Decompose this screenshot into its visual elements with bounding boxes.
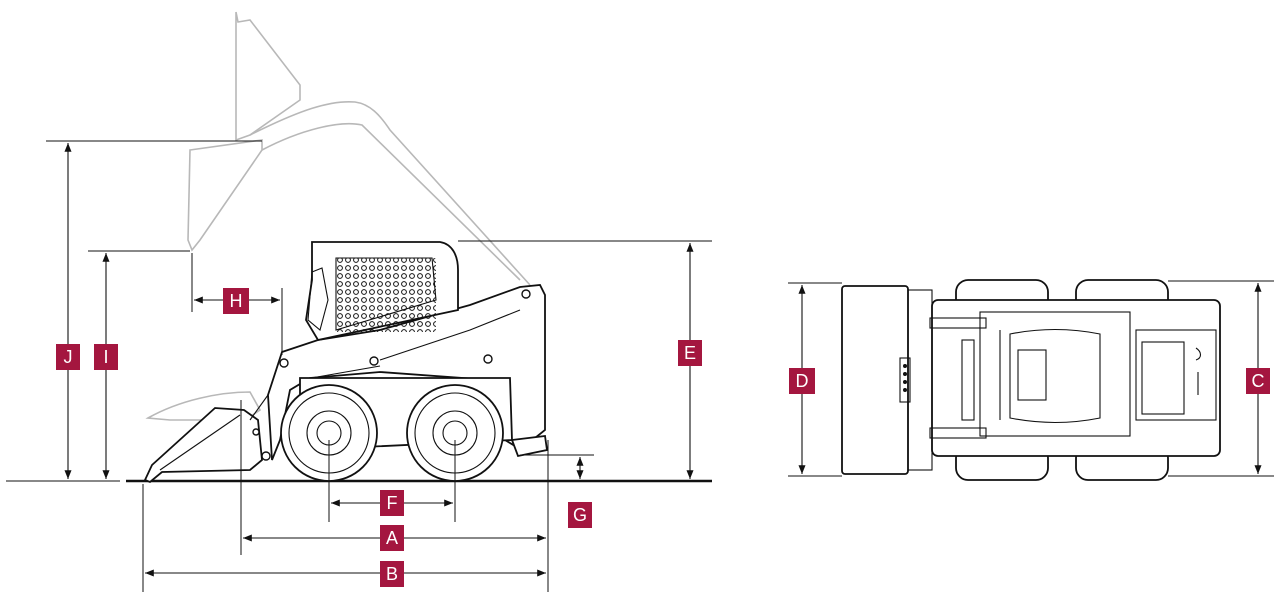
label-C: C xyxy=(1246,368,1270,394)
label-I: I xyxy=(94,344,118,370)
raised-loader-ghost xyxy=(187,11,531,286)
svg-text:H: H xyxy=(230,291,243,311)
machine-frame xyxy=(931,299,1221,457)
svg-text:I: I xyxy=(103,347,108,367)
skid-steer-side xyxy=(143,241,549,484)
svg-text:B: B xyxy=(386,564,398,584)
label-J: J xyxy=(56,344,80,370)
top-view xyxy=(788,279,1274,481)
svg-text:A: A xyxy=(386,528,398,548)
svg-text:J: J xyxy=(64,347,73,367)
label-E: E xyxy=(678,340,702,366)
label-F: F xyxy=(380,490,404,516)
svg-text:E: E xyxy=(684,343,696,363)
svg-text:G: G xyxy=(573,505,587,525)
svg-text:D: D xyxy=(796,371,809,391)
bucket xyxy=(143,407,263,484)
label-H: H xyxy=(223,288,249,314)
side-view xyxy=(6,11,712,592)
svg-text:C: C xyxy=(1252,371,1265,391)
label-D: D xyxy=(789,368,815,394)
label-A: A xyxy=(380,525,404,551)
label-G: G xyxy=(568,502,592,528)
label-B: B xyxy=(380,561,404,587)
lowered-bucket-ghost xyxy=(145,391,262,421)
bucket-top xyxy=(841,285,909,475)
svg-text:F: F xyxy=(387,493,398,513)
